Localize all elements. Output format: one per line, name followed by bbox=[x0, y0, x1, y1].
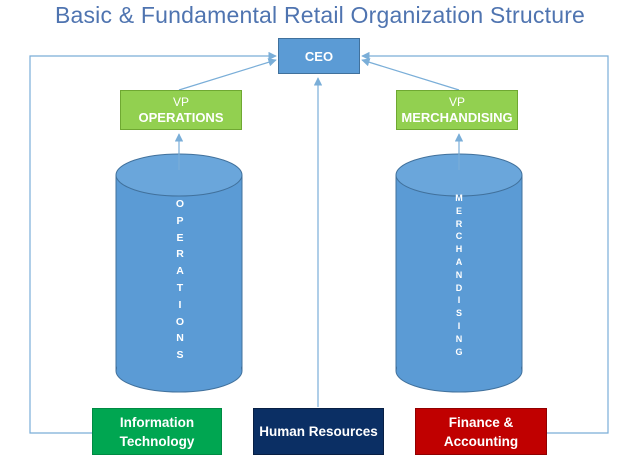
operations-letter: E bbox=[176, 231, 184, 244]
merchandising-letter: N bbox=[455, 333, 463, 344]
operations-letter: R bbox=[176, 248, 184, 261]
vp-merchandising-line1: VP bbox=[448, 95, 465, 109]
merchandising-letter: I bbox=[457, 295, 461, 306]
operations-letter: O bbox=[175, 198, 185, 210]
merchandising-letter: S bbox=[455, 308, 462, 319]
merchandising-letter: G bbox=[455, 346, 463, 357]
ceo-label: CEO bbox=[304, 48, 334, 64]
operations-vertical-label: O P E R A T I O N S bbox=[170, 196, 190, 364]
information-technology-box: Information Technology bbox=[92, 408, 222, 455]
vp-operations-line2: OPERATIONS bbox=[138, 110, 224, 125]
merchandising-letter: H bbox=[455, 244, 463, 255]
finance-accounting-box: Finance & Accounting bbox=[415, 408, 547, 455]
merchandising-letter: E bbox=[455, 205, 462, 216]
finance-to-ceo-arrow bbox=[361, 51, 609, 434]
merchandising-letter: I bbox=[457, 320, 461, 331]
information-technology-line2: Technology bbox=[119, 433, 195, 449]
merchandising-letter: M bbox=[455, 193, 463, 203]
diagram-title: Basic & Fundamental Retail Organization … bbox=[54, 2, 586, 28]
merchandising-letter: C bbox=[455, 231, 463, 242]
operations-cylinder bbox=[115, 153, 243, 393]
operations-letter: S bbox=[176, 349, 184, 362]
merchandising-vertical-label: M E R C H A N D I S I N G bbox=[449, 192, 469, 358]
merchandising-cylinder bbox=[395, 153, 523, 393]
finance-accounting-line1: Finance & bbox=[448, 414, 514, 430]
operations-letter: P bbox=[176, 214, 184, 227]
human-resources-box: Human Resources bbox=[253, 408, 384, 455]
operations-letter: N bbox=[176, 332, 184, 345]
merchandising-letter: D bbox=[455, 282, 463, 293]
operations-letter: A bbox=[176, 265, 184, 278]
operations-letter: I bbox=[178, 298, 182, 311]
finance-accounting-line2: Accounting bbox=[443, 433, 519, 449]
vp-merchandising-line2: MERCHANDISING bbox=[401, 110, 513, 125]
vp-operations-to-ceo-arrow bbox=[178, 58, 277, 91]
operations-letter: O bbox=[175, 315, 185, 328]
vp-merchandising-box: VP MERCHANDISING bbox=[396, 90, 518, 130]
merchandising-letter: N bbox=[455, 269, 463, 280]
merchandising-letter: A bbox=[455, 256, 463, 267]
human-resources-label: Human Resources bbox=[259, 424, 378, 439]
operations-letter: T bbox=[176, 281, 184, 294]
vp-merchandising-to-ceo-arrow bbox=[361, 58, 460, 91]
vp-operations-line1: VP bbox=[172, 95, 189, 109]
information-technology-line1: Information bbox=[119, 414, 195, 430]
ceo-box: CEO bbox=[278, 38, 360, 74]
it-to-ceo-arrow bbox=[29, 51, 277, 434]
vp-operations-box: VP OPERATIONS bbox=[120, 90, 242, 130]
merchandising-letter: R bbox=[455, 218, 463, 229]
